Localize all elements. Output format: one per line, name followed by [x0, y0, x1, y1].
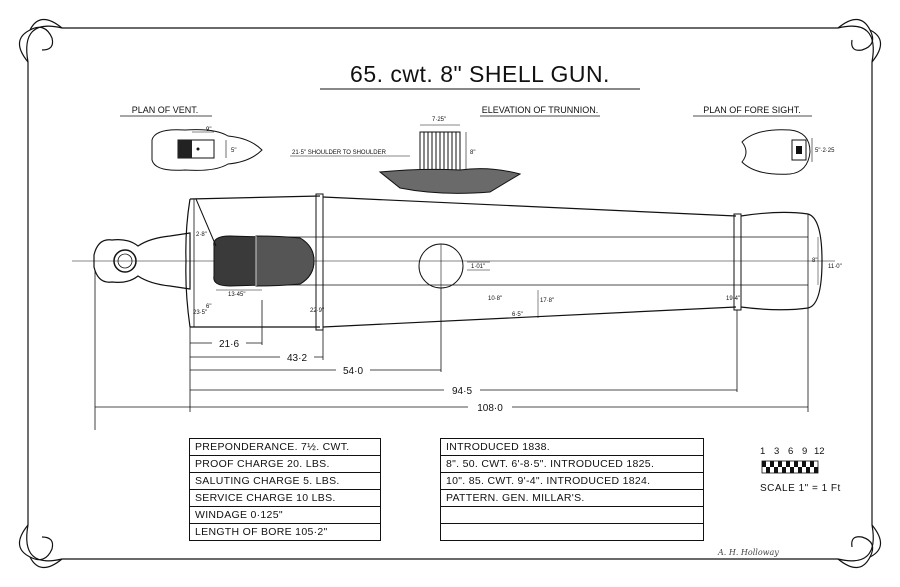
scale-tick: 3	[774, 446, 780, 457]
table-cell	[440, 523, 704, 541]
vent-width-dim: 9"	[206, 127, 211, 133]
breech-dim-c: 13·45"	[228, 292, 245, 298]
drawing-title: 65. cwt. 8" SHELL GUN.	[350, 61, 610, 87]
specification-table: PREPONDERANCE. 7½. CWT. PROOF CHARGE 20.…	[189, 438, 381, 541]
muzzle-dim-b: 8"	[812, 258, 817, 264]
table-row: PREPONDERANCE. 7½. CWT.	[189, 438, 381, 456]
signature: A. H. Holloway	[718, 548, 779, 557]
table-cell: SERVICE CHARGE 10 LBS.	[189, 489, 381, 507]
scale-tick: 6	[788, 446, 794, 457]
table-row: 8". 50. CWT. 6'-8·5". INTRODUCED 1825.	[440, 455, 704, 473]
trunnion-shoulder-note: 21·5" SHOULDER TO SHOULDER	[292, 150, 387, 156]
inset-title-trunnion: ELEVATION OF TRUNNION.	[482, 105, 599, 115]
trunnion-elevation-inset: 7·25" 8" 21·5" SHOULDER TO SHOULDER	[290, 117, 522, 194]
scale-bar	[761, 460, 819, 474]
foresight-plan-inset: 5"·2·25	[741, 129, 835, 175]
table-cell: PROOF CHARGE 20. LBS.	[189, 455, 381, 473]
table-cell: PATTERN. GEN. MILLAR'S.	[440, 489, 704, 507]
table-cell: PREPONDERANCE. 7½. CWT.	[189, 438, 381, 456]
scale-tick: 9	[802, 446, 808, 457]
breech-dim-b: 23·5"	[193, 310, 207, 316]
dimension-lines	[94, 270, 809, 430]
table-cell: INTRODUCED 1838.	[440, 438, 704, 456]
table-row: PROOF CHARGE 20. LBS.	[189, 455, 381, 473]
table-cell: WINDAGE 0·125"	[189, 506, 381, 524]
mid-dim-b: 6·5"	[512, 312, 523, 318]
breech-dim-e: 22·9"	[310, 308, 324, 314]
vent-plan-inset: 9" 5"	[151, 127, 263, 171]
table-row: SERVICE CHARGE 10 LBS.	[189, 489, 381, 507]
breech-dim-a: 2·8"	[196, 232, 207, 238]
trunnion-width-dim: 7·25"	[432, 117, 446, 123]
table-row	[440, 523, 704, 541]
trunnion-offset-dim: 1·01"	[471, 264, 485, 270]
scale-tick: 1	[760, 446, 766, 457]
table-cell: 10". 85. CWT. 9'-4". INTRODUCED 1824.	[440, 472, 704, 490]
trunnion-height-dim: 8"	[470, 150, 475, 156]
border-frame	[18, 18, 882, 569]
table-row	[440, 506, 704, 524]
mid-dim-c: 17·8"	[540, 298, 554, 304]
history-table: INTRODUCED 1838. 8". 50. CWT. 6'-8·5". I…	[440, 438, 704, 541]
breech-dim-d: 6"	[206, 304, 211, 310]
dim-21-6: 21·6	[219, 339, 239, 350]
vent-height-dim: 5"	[231, 148, 236, 154]
scale-caption: SCALE 1" = 1 Ft	[760, 483, 841, 494]
table-row: LENGTH OF BORE 105·2"	[189, 523, 381, 541]
table-row: PATTERN. GEN. MILLAR'S.	[440, 489, 704, 507]
dim-108-0: 108·0	[477, 403, 503, 414]
mid-dim-a: 10·8"	[488, 296, 502, 302]
table-cell: SALUTING CHARGE 5. LBS.	[189, 472, 381, 490]
inset-title-foresight: PLAN OF FORE SIGHT.	[703, 105, 801, 115]
table-cell	[440, 506, 704, 524]
dim-43-2: 43·2	[287, 353, 307, 364]
table-cell: 8". 50. CWT. 6'-8·5". INTRODUCED 1825.	[440, 455, 704, 473]
table-row: 10". 85. CWT. 9'-4". INTRODUCED 1824.	[440, 472, 704, 490]
foresight-dim: 5"·2·25	[815, 148, 835, 154]
muzzle-dim-a: 19·4"	[726, 296, 740, 302]
dim-94-5: 94·5	[452, 386, 472, 397]
table-row: WINDAGE 0·125"	[189, 506, 381, 524]
scale-tick: 12	[814, 446, 825, 457]
table-cell: LENGTH OF BORE 105·2"	[189, 523, 381, 541]
muzzle-dim-c: 11·0"	[828, 264, 842, 270]
gun-elevation: 1·01" 2·8" 23·5" 13·45" 6" 22·9" 10·8" 6…	[72, 193, 842, 331]
dim-54-0: 54·0	[343, 366, 363, 377]
inset-title-vent: PLAN OF VENT.	[132, 105, 199, 115]
table-row: SALUTING CHARGE 5. LBS.	[189, 472, 381, 490]
table-row: INTRODUCED 1838.	[440, 438, 704, 456]
